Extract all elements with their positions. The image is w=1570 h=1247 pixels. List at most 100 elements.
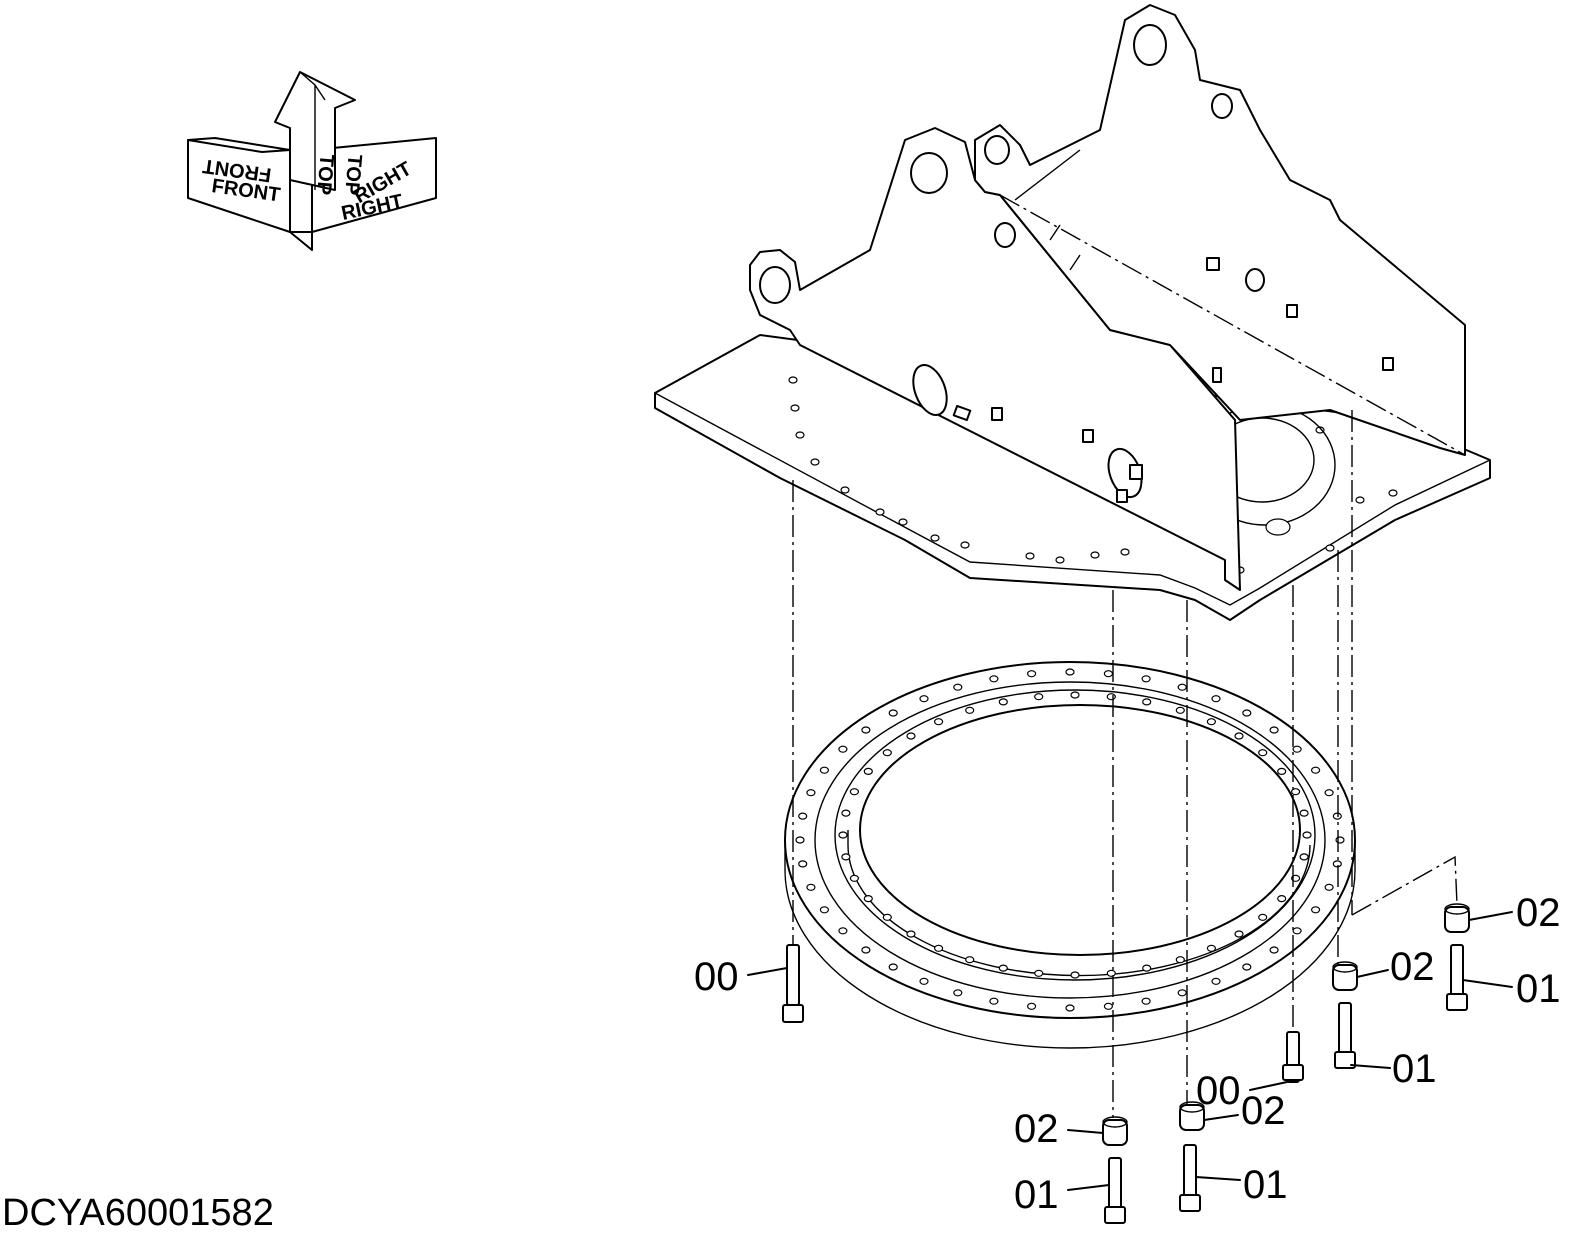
- ring-hole: [806, 789, 816, 797]
- washer-bolt-pair-4: [1444, 903, 1470, 1011]
- ring-hole: [1106, 969, 1116, 977]
- ring-hole: [1175, 706, 1185, 714]
- ring-hole: [933, 944, 944, 952]
- ring-hole: [1103, 1002, 1114, 1010]
- ring-hole: [838, 831, 848, 839]
- ring-hole: [906, 930, 916, 938]
- ring-hole: [806, 883, 816, 891]
- assembly-centerlines: [792, 410, 1458, 1118]
- ring-hole: [841, 853, 851, 861]
- ring-hole: [882, 749, 892, 757]
- callout-labels: 00 00 01 01 01 01 02 02 02 02: [694, 891, 1561, 1217]
- ring-hole: [1290, 788, 1301, 796]
- washer-bolt-pair-2: [1179, 1101, 1205, 1212]
- ring-hole: [953, 683, 963, 691]
- ring-hole: [1141, 997, 1151, 1005]
- ring-hole: [953, 989, 963, 997]
- ring-hole: [1106, 693, 1116, 701]
- ring-hole: [1302, 831, 1312, 839]
- ring-hole: [1269, 946, 1279, 954]
- ring-hole: [1242, 709, 1252, 717]
- callout-02-b: 02: [1241, 1089, 1286, 1133]
- ring-hole: [1258, 913, 1268, 921]
- ring-hole: [1310, 766, 1321, 774]
- ring-hole: [1269, 726, 1279, 734]
- ring-hole: [989, 997, 999, 1005]
- ring-hole: [1292, 927, 1302, 935]
- ring-hole: [1026, 670, 1037, 678]
- ring-hole: [861, 946, 871, 954]
- bolt-00-right: [1282, 1031, 1304, 1083]
- ring-hole: [849, 874, 860, 882]
- ring-hole: [906, 732, 916, 740]
- ring-hole: [841, 809, 851, 817]
- top-label-2: TOP: [340, 154, 365, 197]
- ring-hole: [1034, 969, 1044, 977]
- ring-hole: [863, 767, 873, 776]
- ring-hole: [998, 964, 1008, 972]
- washer-bolt-pair-3: [1332, 961, 1358, 1069]
- ring-hole: [1206, 718, 1217, 726]
- ring-hole: [838, 927, 848, 935]
- ring-hole: [919, 695, 929, 703]
- ring-hole: [1103, 670, 1114, 678]
- ring-hole: [989, 675, 999, 683]
- ring-hole: [1277, 894, 1287, 903]
- ring-hole: [1211, 977, 1221, 985]
- ring-hole: [998, 698, 1008, 706]
- ring-hole: [1292, 745, 1302, 753]
- ring-hole: [933, 718, 944, 726]
- ring-hole: [965, 956, 975, 964]
- ring-hole: [838, 745, 848, 753]
- ring-hole: [1206, 944, 1217, 952]
- ring-hole: [888, 963, 898, 971]
- ring-holes: [795, 668, 1345, 1012]
- callout-01-a: 01: [1014, 1173, 1059, 1217]
- ring-hole: [1310, 906, 1321, 914]
- callout-00-b: 00: [1196, 1069, 1241, 1113]
- ring-hole: [1065, 668, 1075, 676]
- callout-02-a: 02: [1014, 1107, 1059, 1151]
- callout-01-c: 01: [1392, 1047, 1437, 1091]
- ring-hole: [863, 894, 873, 903]
- callout-01-d: 01: [1516, 967, 1561, 1011]
- ring-hole: [819, 906, 830, 914]
- washer-bolt-pair-1: [1102, 1116, 1128, 1224]
- ring-hole: [1142, 964, 1152, 972]
- ring-hole: [965, 706, 975, 714]
- ring-hole: [849, 788, 860, 796]
- fasteners: [782, 903, 1470, 1224]
- swing-bearing: [784, 661, 1356, 1049]
- ring-hole: [882, 913, 892, 921]
- callout-01-b: 01: [1243, 1163, 1288, 1207]
- ring-hole: [1299, 809, 1309, 817]
- ring-hole: [819, 766, 830, 774]
- ring-hole: [795, 836, 805, 844]
- ring-hole: [1234, 732, 1244, 740]
- ring-hole: [1277, 767, 1287, 776]
- ring-hole: [798, 860, 808, 868]
- ring-hole: [1324, 883, 1334, 891]
- right-arrow-face: [311, 137, 437, 233]
- ring-hole: [1258, 749, 1268, 757]
- boom-mount-frame: [749, 4, 1466, 591]
- ring-hole: [1026, 1002, 1037, 1010]
- ring-hole: [861, 726, 871, 734]
- ring-hole: [1324, 789, 1334, 797]
- ring-hole: [798, 812, 808, 820]
- ring-hole: [1299, 853, 1309, 861]
- top-label-1: TOP: [312, 153, 337, 196]
- ring-hole: [888, 709, 898, 717]
- ring-hole: [1177, 683, 1187, 691]
- ring-hole: [1234, 930, 1244, 938]
- ring-hole: [1141, 675, 1151, 683]
- callout-02-d: 02: [1516, 891, 1561, 935]
- orientation-indicator: FRONT FRONT TOP TOP RIGHT RIGHT: [187, 71, 437, 251]
- ring-hole: [1211, 695, 1221, 703]
- corner-block: [289, 231, 313, 251]
- ring-hole: [919, 977, 929, 985]
- document-id: DCYA60001582: [2, 1192, 274, 1234]
- ring-hole: [1175, 956, 1185, 964]
- callout-02-c: 02: [1390, 945, 1435, 989]
